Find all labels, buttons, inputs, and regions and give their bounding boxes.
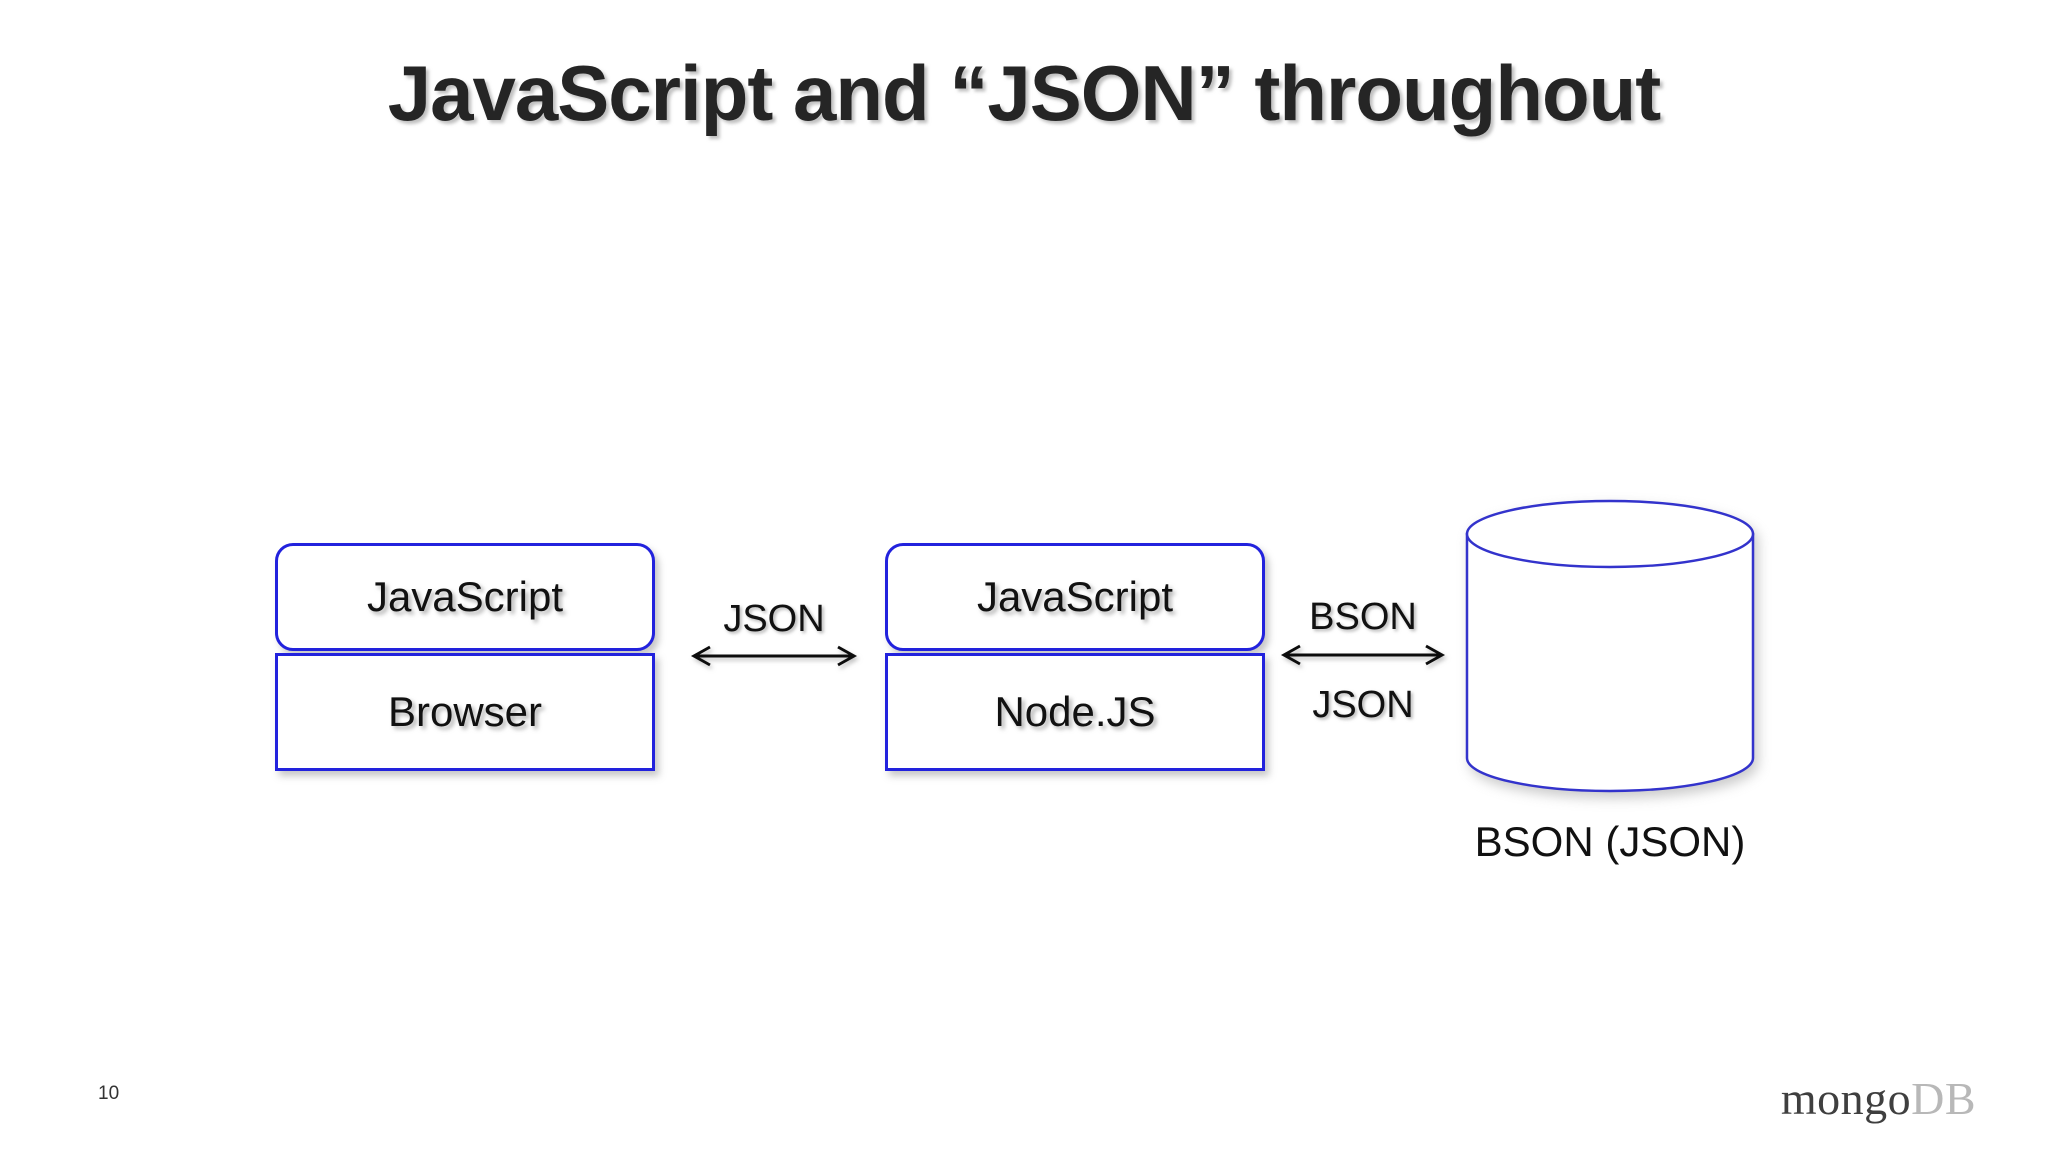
browser-to-server-label: JSON (723, 598, 825, 640)
browser-javascript-label: JavaScript (366, 573, 564, 620)
browser-box: Browser (275, 653, 655, 771)
server-to-database-label-below: JSON (1312, 684, 1414, 726)
browser-label: Browser (387, 688, 543, 735)
browser-stack: JavaScript Browser (275, 543, 655, 773)
browser-to-server-connector: JSON (688, 600, 860, 668)
logo-mongo-text: mongo (1780, 1073, 1912, 1124)
mongodb-logo: mongoDB (1781, 1072, 1976, 1125)
double-headed-arrow-icon (690, 645, 858, 667)
logo-db-text: DB (1911, 1073, 1976, 1124)
browser-javascript-box: JavaScript (275, 543, 655, 651)
database-icon (1465, 499, 1755, 793)
nodejs-box: Node.JS (885, 653, 1265, 771)
nodejs-label: Node.JS (994, 688, 1156, 735)
database-cylinder (1464, 498, 1756, 794)
server-to-database-connector: BSON JSON (1278, 596, 1448, 724)
double-headed-arrow-icon (1280, 644, 1446, 666)
server-javascript-label: JavaScript (976, 573, 1174, 620)
server-javascript-box: JavaScript (885, 543, 1265, 651)
server-stack: JavaScript Node.JS (885, 543, 1265, 773)
page-number: 10 (98, 1083, 120, 1104)
server-to-database-label-above: BSON (1309, 596, 1417, 638)
page-title: JavaScript and “JSON” throughout (387, 49, 1661, 137)
database-caption: BSON (JSON) (1474, 818, 1746, 865)
